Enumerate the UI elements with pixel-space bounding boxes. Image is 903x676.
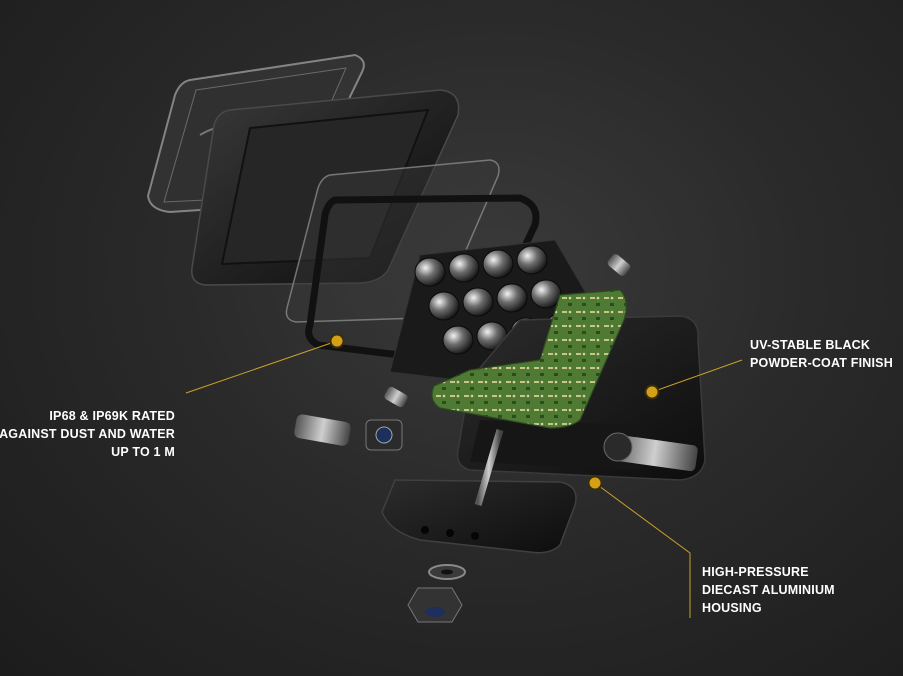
reflector-cup — [482, 249, 514, 279]
reflector-cup — [442, 325, 474, 355]
reflector-cup — [530, 279, 562, 309]
marker-uv — [644, 384, 660, 400]
callout-markers — [329, 333, 660, 491]
callout-finish: UV-STABLE BLACK POWDER-COAT FINISH — [750, 336, 900, 372]
marker-hp — [587, 475, 603, 491]
loose-screw — [294, 414, 351, 446]
callout-hp-line-1: HIGH-PRESSURE — [702, 565, 809, 579]
small-screw-a — [384, 386, 408, 408]
threaded-rod — [474, 429, 504, 506]
bottom-nut — [407, 587, 463, 623]
reflector-cup — [448, 253, 480, 283]
callout-hp-line-2: DIECAST ALUMINIUM — [702, 583, 835, 597]
side-bolt — [603, 432, 698, 472]
leader-line-uv — [651, 359, 743, 393]
callout-ip-line-1: IP68 & IP69K RATED — [49, 409, 175, 423]
callout-ip-line-3: UP TO 1 M — [111, 445, 175, 459]
mounting-bracket — [381, 479, 577, 554]
callout-ip-line-2: AGAINST DUST AND WATER — [0, 427, 175, 441]
circuit-board — [431, 289, 627, 429]
small-screw-b — [607, 254, 631, 276]
callout-housing: HIGH-PRESSURE DIECAST ALUMINIUM HOUSING — [702, 563, 862, 617]
marker-ip — [329, 333, 345, 349]
callout-uv-line-2: POWDER-COAT FINISH — [750, 356, 893, 370]
reflector-cup — [462, 287, 494, 317]
reflector-cup — [496, 283, 528, 313]
leader-line-hp — [594, 482, 691, 618]
callout-uv-line-1: UV-STABLE BLACK — [750, 338, 871, 352]
leader-lines — [185, 340, 743, 618]
reflector-cup — [428, 291, 460, 321]
bezel-frame — [191, 89, 460, 286]
reflector-cup — [414, 257, 446, 287]
lock-nut — [365, 419, 403, 451]
washer — [428, 564, 466, 580]
reflector-cup — [516, 245, 548, 275]
leader-line-ip — [185, 340, 338, 394]
callout-ip-rating: IP68 & IP69K RATED AGAINST DUST AND WATE… — [0, 407, 175, 461]
callout-hp-line-3: HOUSING — [702, 601, 762, 615]
